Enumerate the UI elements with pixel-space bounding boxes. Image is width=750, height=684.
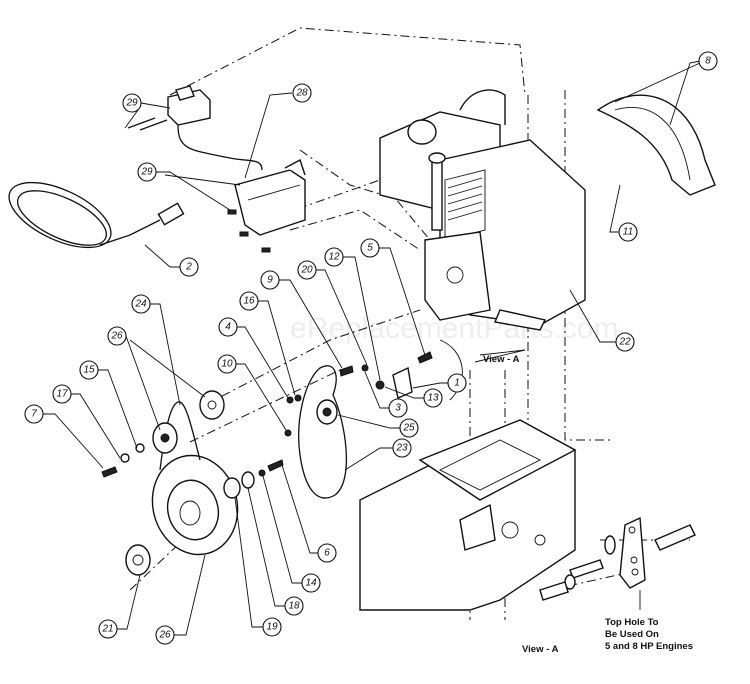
svg-text:16: 16 [243,296,255,307]
view-a-label: View - A [483,354,520,365]
svg-text:10: 10 [221,359,233,370]
callout-7: 7 [24,404,44,424]
callout-29: 29 [137,162,157,182]
svg-text:11: 11 [623,227,633,238]
note-line-1: Top Hole To [605,617,659,628]
callout-20: 20 [297,260,317,280]
callout-11: 11 [618,222,638,242]
svg-text:2: 2 [185,262,192,273]
callout-9: 9 [260,270,280,290]
callout-14: 14 [301,573,321,593]
callout-24: 24 [131,294,151,314]
switch-box [127,85,263,171]
callout-22: 22 [615,332,635,352]
svg-text:28: 28 [295,88,308,99]
svg-text:3: 3 [395,403,401,414]
callout-25: 25 [399,418,419,438]
pulley-assembly [101,365,347,576]
svg-text:26: 26 [110,331,123,342]
view-a-caption: View - A [522,644,559,655]
callout-4: 4 [218,317,238,337]
svg-text:7: 7 [31,409,37,420]
callout-29: 29 [122,93,142,113]
svg-text:12: 12 [328,252,340,263]
svg-text:13: 13 [427,393,439,404]
callout-21: 21 [98,619,118,639]
callout-26: 26 [107,326,127,346]
power-cord [8,181,185,249]
svg-text:20: 20 [300,265,313,276]
svg-text:6: 6 [324,548,330,559]
svg-text:25: 25 [402,423,415,434]
callout-3: 3 [388,398,408,418]
svg-text:1: 1 [454,378,460,389]
frame-plate [359,419,577,611]
callout-8: 8 [698,51,718,71]
svg-text:18: 18 [288,601,300,612]
callout-10: 10 [217,354,237,374]
svg-text:22: 22 [618,337,631,348]
svg-text:24: 24 [134,299,147,310]
callout-16: 16 [239,291,259,311]
callout-2: 2 [179,257,199,277]
callout-23: 23 [392,438,412,458]
callout-28: 28 [292,83,312,103]
svg-text:17: 17 [56,389,68,400]
svg-text:15: 15 [83,365,95,376]
callout-17: 17 [52,384,72,404]
callout-5: 5 [360,238,380,258]
svg-text:8: 8 [705,56,711,67]
view-a-detail [539,516,696,601]
leader-lines [43,60,701,636]
svg-text:14: 14 [305,578,317,589]
svg-text:26: 26 [158,630,171,641]
engine [379,89,586,331]
svg-text:21: 21 [101,624,113,635]
svg-text:23: 23 [395,443,408,454]
belt-cover [596,94,716,196]
electric-starter [227,158,306,253]
callout-1: 1 [447,373,467,393]
callout-18: 18 [284,596,304,616]
svg-text:9: 9 [267,275,273,286]
callout-15: 15 [79,360,99,380]
note-line-2: Be Used On [605,629,659,640]
callout-13: 13 [423,388,443,408]
idler-bracket [339,339,463,401]
svg-text:19: 19 [266,622,278,633]
callout-19: 19 [262,617,282,637]
svg-text:4: 4 [225,322,231,333]
note-line-3: 5 and 8 HP Engines [605,641,693,652]
svg-text:29: 29 [140,167,153,178]
callout-12: 12 [324,247,344,267]
callout-26: 26 [155,625,175,645]
callout-6: 6 [317,543,337,563]
svg-text:29: 29 [125,98,138,109]
svg-text:5: 5 [367,243,373,254]
